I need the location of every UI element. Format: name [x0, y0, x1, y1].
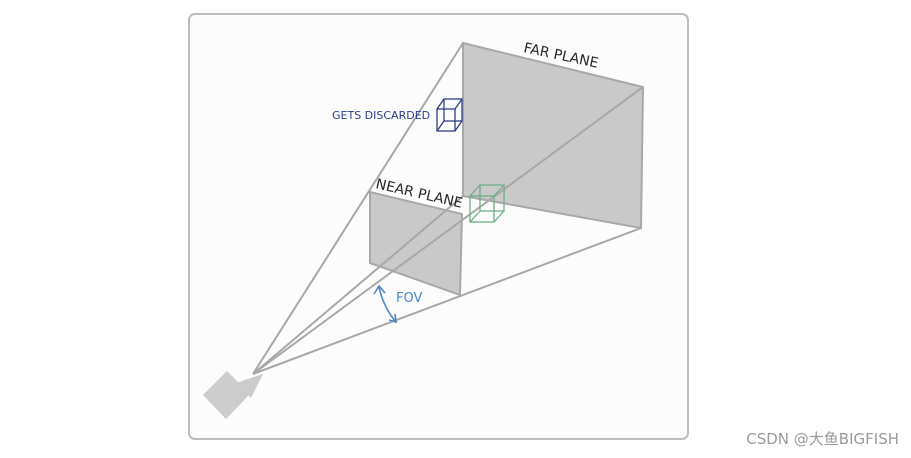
- frustum-edges: [252, 42, 644, 375]
- edge-top-right: [252, 86, 644, 375]
- fov-label: FOV: [396, 291, 422, 306]
- edge-top-left: [252, 42, 464, 375]
- camera-icon: [203, 371, 263, 419]
- discarded-label: GETS DISCARDED: [332, 109, 430, 122]
- discarded-cube-icon: [436, 98, 463, 132]
- edge-bottom-right: [252, 227, 642, 375]
- watermark: CSDN @大鱼BIGFISH: [746, 430, 899, 448]
- fov-arc-arrow: [373, 284, 397, 324]
- edge-bottom-left: [252, 195, 464, 375]
- near-plane: [369, 190, 464, 297]
- inside-cube-icon: [469, 184, 505, 223]
